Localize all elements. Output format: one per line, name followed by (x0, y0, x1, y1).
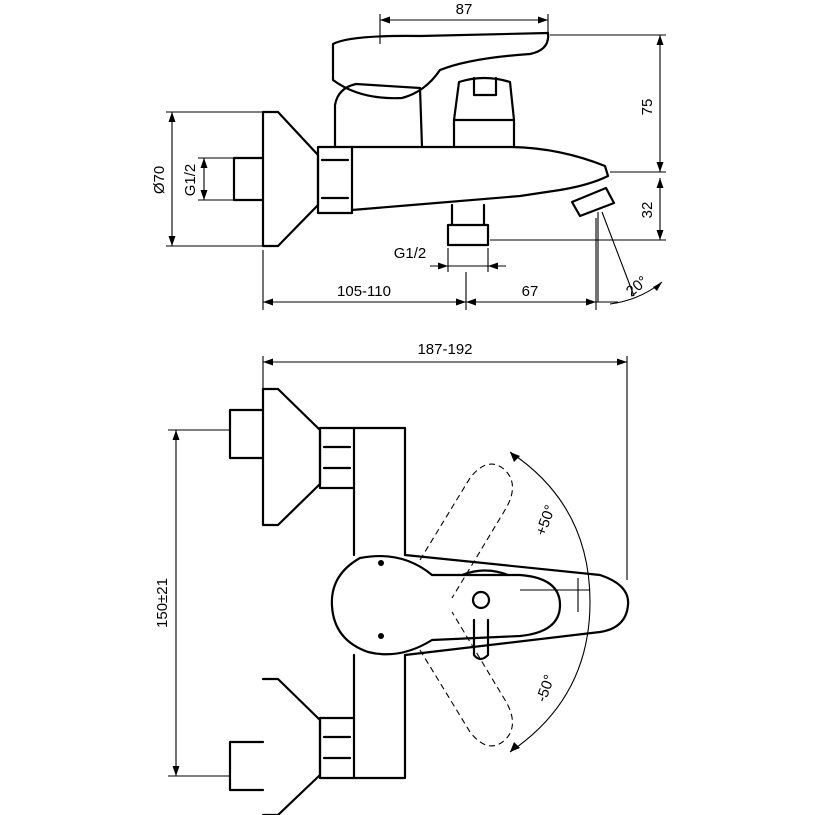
hex-nut (316, 145, 354, 215)
lower-rosette (261, 677, 322, 815)
dim-height-total: 75 (639, 99, 656, 116)
lower-inlet-connector (228, 740, 265, 792)
dim-outlet-to-spout: 67 (522, 283, 539, 300)
diverter-pin (471, 590, 491, 610)
side-view: 87 75 32 Ø70 G1/2 G1/2 (151, 1, 666, 310)
marker-top (378, 560, 384, 566)
spout-plan (403, 553, 630, 657)
inlet-connector (232, 156, 265, 202)
mixer-body (350, 145, 610, 212)
dim-rotate-neg: -50° (533, 673, 558, 705)
dim-wall-to-outlet: 105-110 (337, 283, 391, 300)
cartridge-column (333, 82, 424, 149)
diverter-knob (452, 76, 516, 149)
dim-rotate-pos: +50° (532, 503, 559, 538)
upper-rosette (261, 387, 322, 527)
lever-plan (330, 554, 562, 656)
diverter-cap (472, 76, 498, 97)
dim-overall-width: 187-192 (417, 341, 472, 358)
dim-outlet-thread: G1/2 (394, 245, 427, 262)
wall-rosette (261, 110, 320, 248)
spout-outlet (570, 186, 616, 218)
marker-bottom (378, 633, 384, 639)
top-view: +50° -50° 187-192 150±21 (154, 341, 630, 815)
lower-hex-nut (318, 716, 356, 780)
dim-top-width: 87 (456, 1, 473, 18)
lever-handle (331, 31, 550, 100)
outlet-connector (446, 203, 490, 247)
lever-rotated-up (419, 463, 514, 599)
upper-hex-nut (318, 426, 356, 490)
lever-rotated-down (419, 611, 514, 747)
diverter-plan (460, 569, 510, 661)
dim-centers: 150±21 (154, 578, 171, 628)
dim-spout-drop: 32 (639, 202, 656, 219)
body-vertical (352, 426, 407, 780)
dim-rosette-diameter: Ø70 (151, 166, 168, 194)
dim-inlet-thread: G1/2 (182, 164, 199, 197)
upper-inlet-connector (228, 408, 265, 460)
rotation-arc (509, 451, 591, 753)
